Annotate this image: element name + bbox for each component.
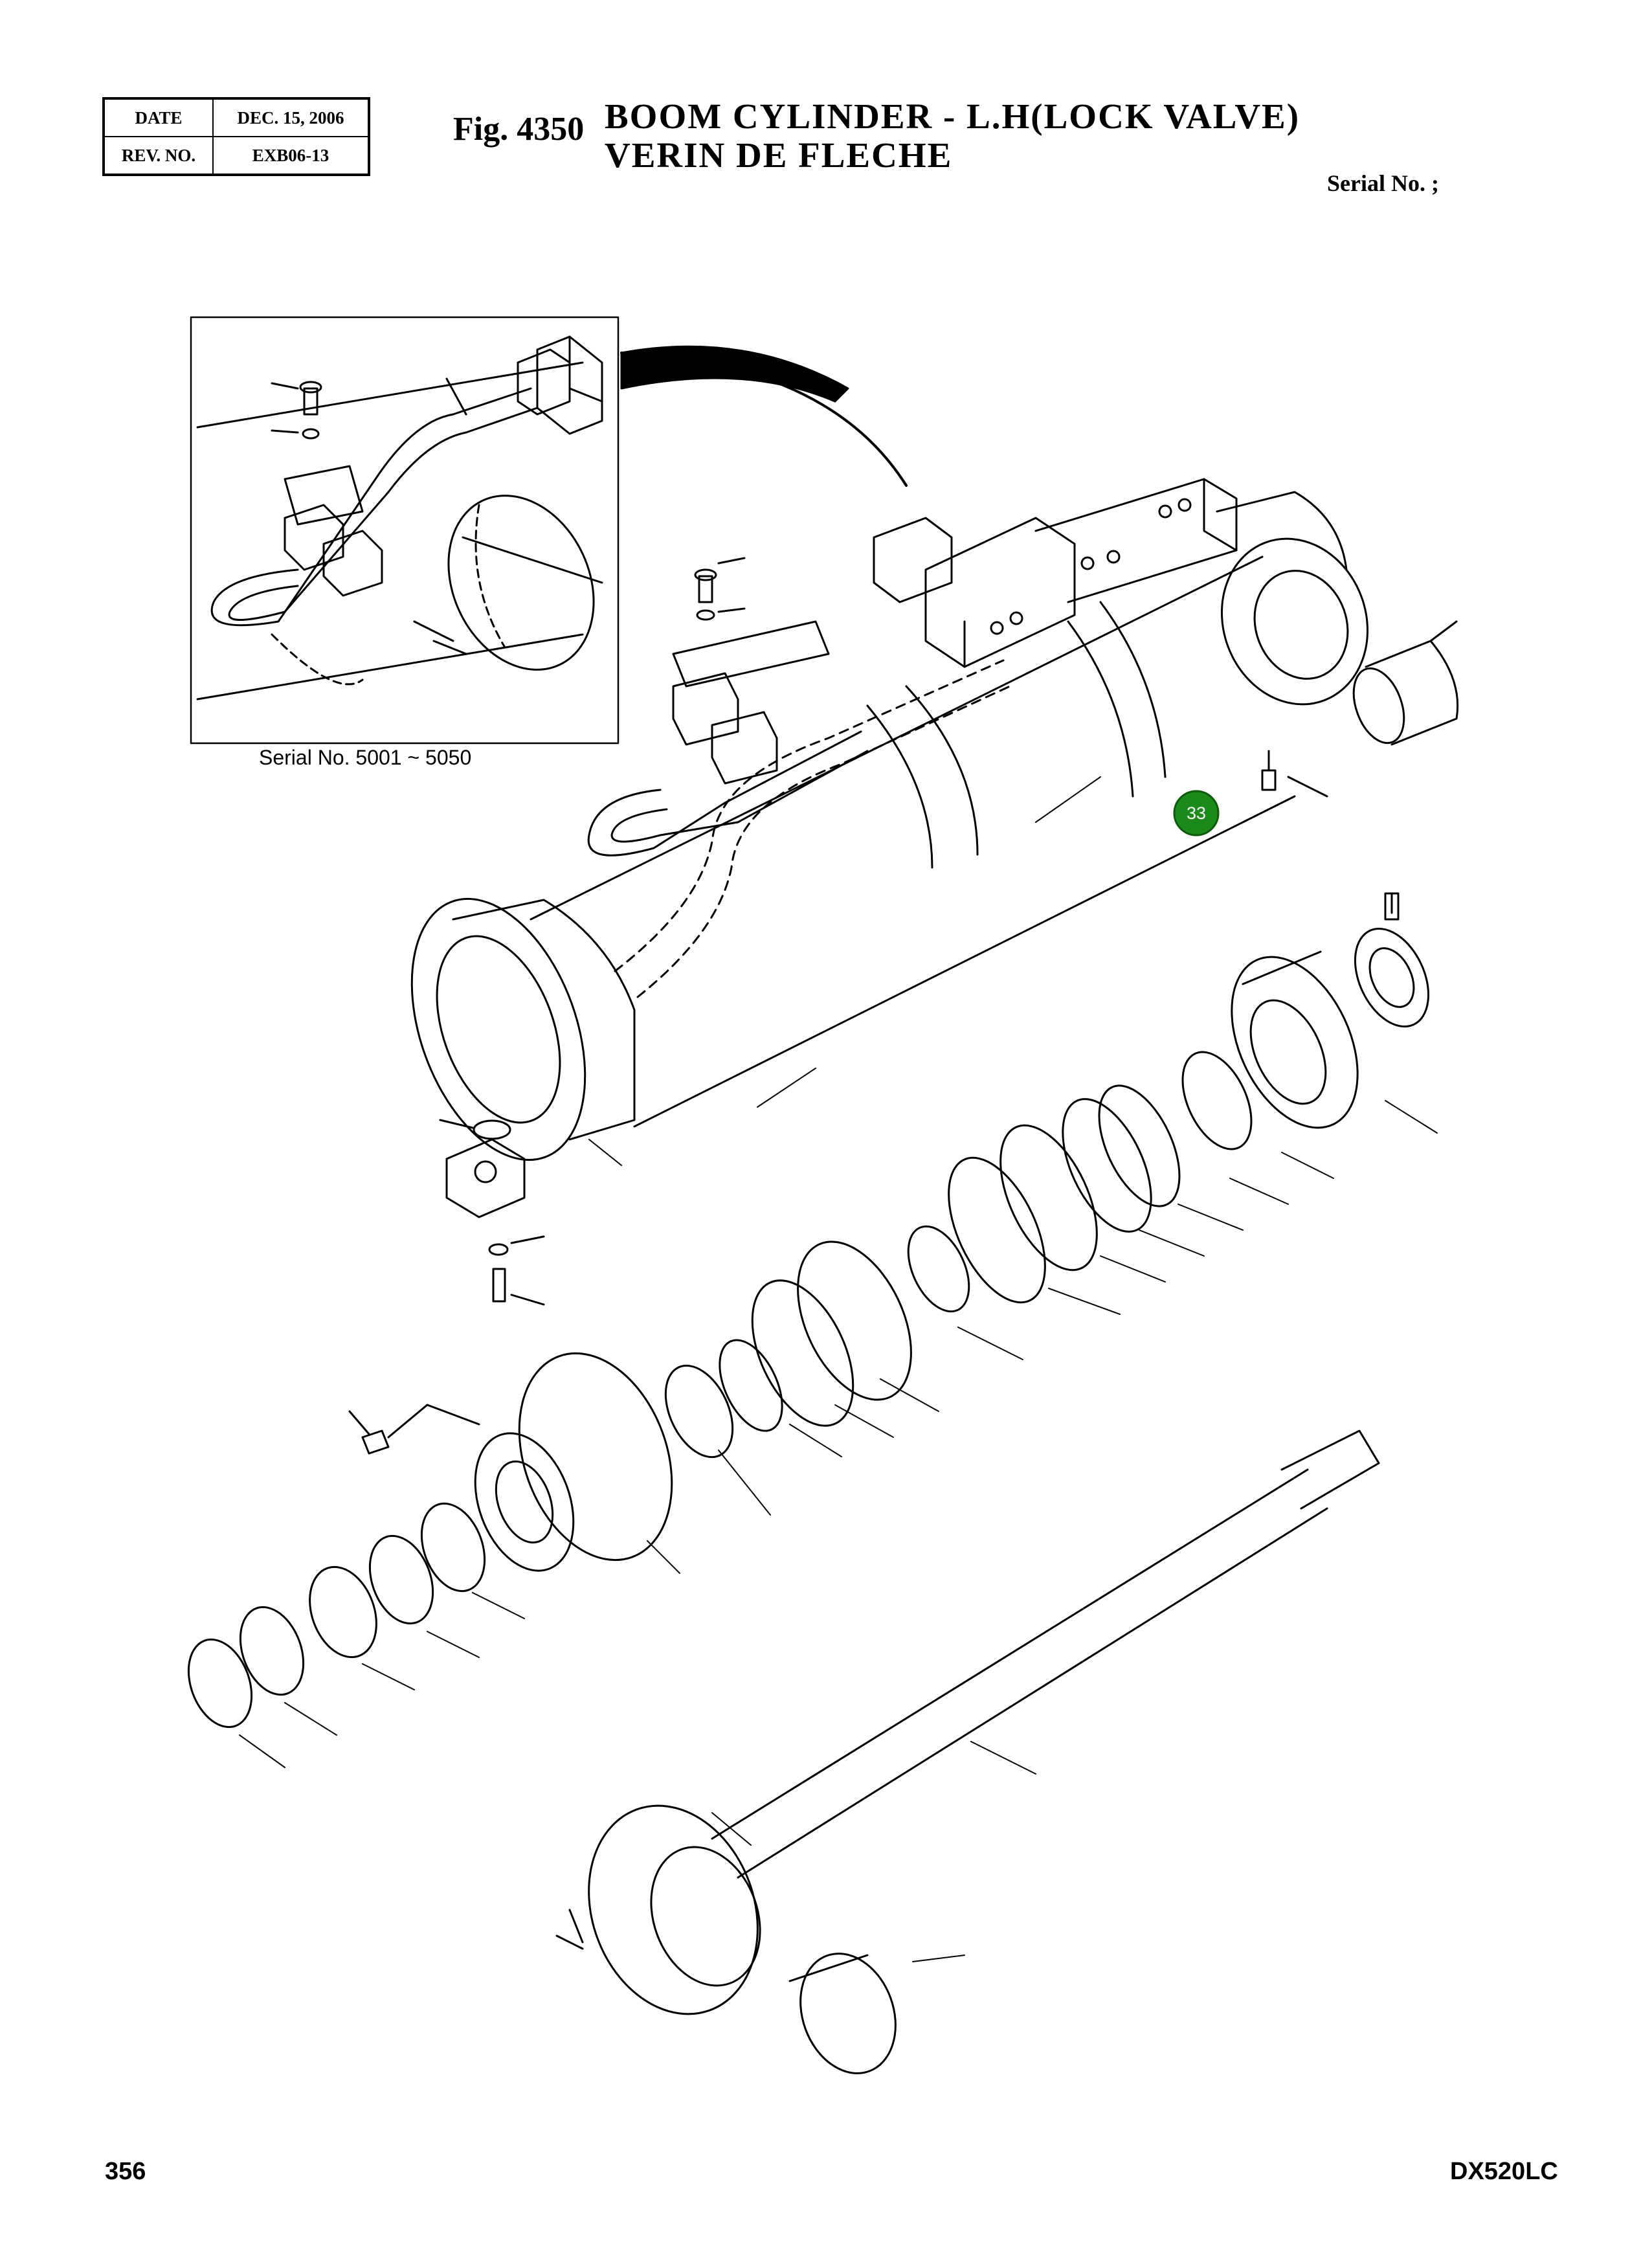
piston-rod <box>555 1429 1380 2074</box>
callout-badge <box>1173 790 1220 836</box>
piston-assembly <box>664 892 1430 1459</box>
callout-badge-label[interactable]: 33 <box>1186 803 1207 823</box>
lock-valve <box>873 478 1238 668</box>
serial-label: Serial No. ; <box>1327 170 1439 196</box>
leader-lines <box>239 776 1438 1962</box>
page-number: 356 <box>105 2158 146 2185</box>
rev-label: REV. NO. <box>103 136 214 175</box>
title-french: VERIN DE FLECHE <box>605 135 953 175</box>
port-flange <box>439 1119 545 1306</box>
model-name: DX520LC <box>1450 2158 1558 2185</box>
cylinder-tube <box>410 491 1369 1161</box>
title-english: BOOM CYLINDER - L.H(LOCK VALVE) <box>605 96 1300 136</box>
gland <box>348 1352 673 1572</box>
inset-detail <box>190 316 620 745</box>
date-value: DEC. 15, 2006 <box>212 98 370 137</box>
bushing <box>1365 640 1459 746</box>
inset-caption: Serial No. 5001 ~ 5050 <box>259 746 472 769</box>
rev-value: EXB06-13 <box>212 136 370 175</box>
date-label: DATE <box>103 98 214 137</box>
pipe <box>587 557 869 857</box>
gland-seals <box>187 1502 486 1729</box>
revision-table: DATE DEC. 15, 2006 REV. NO. EXB06-13 <box>102 97 370 176</box>
figure-number: Fig. 4350 <box>453 111 585 148</box>
